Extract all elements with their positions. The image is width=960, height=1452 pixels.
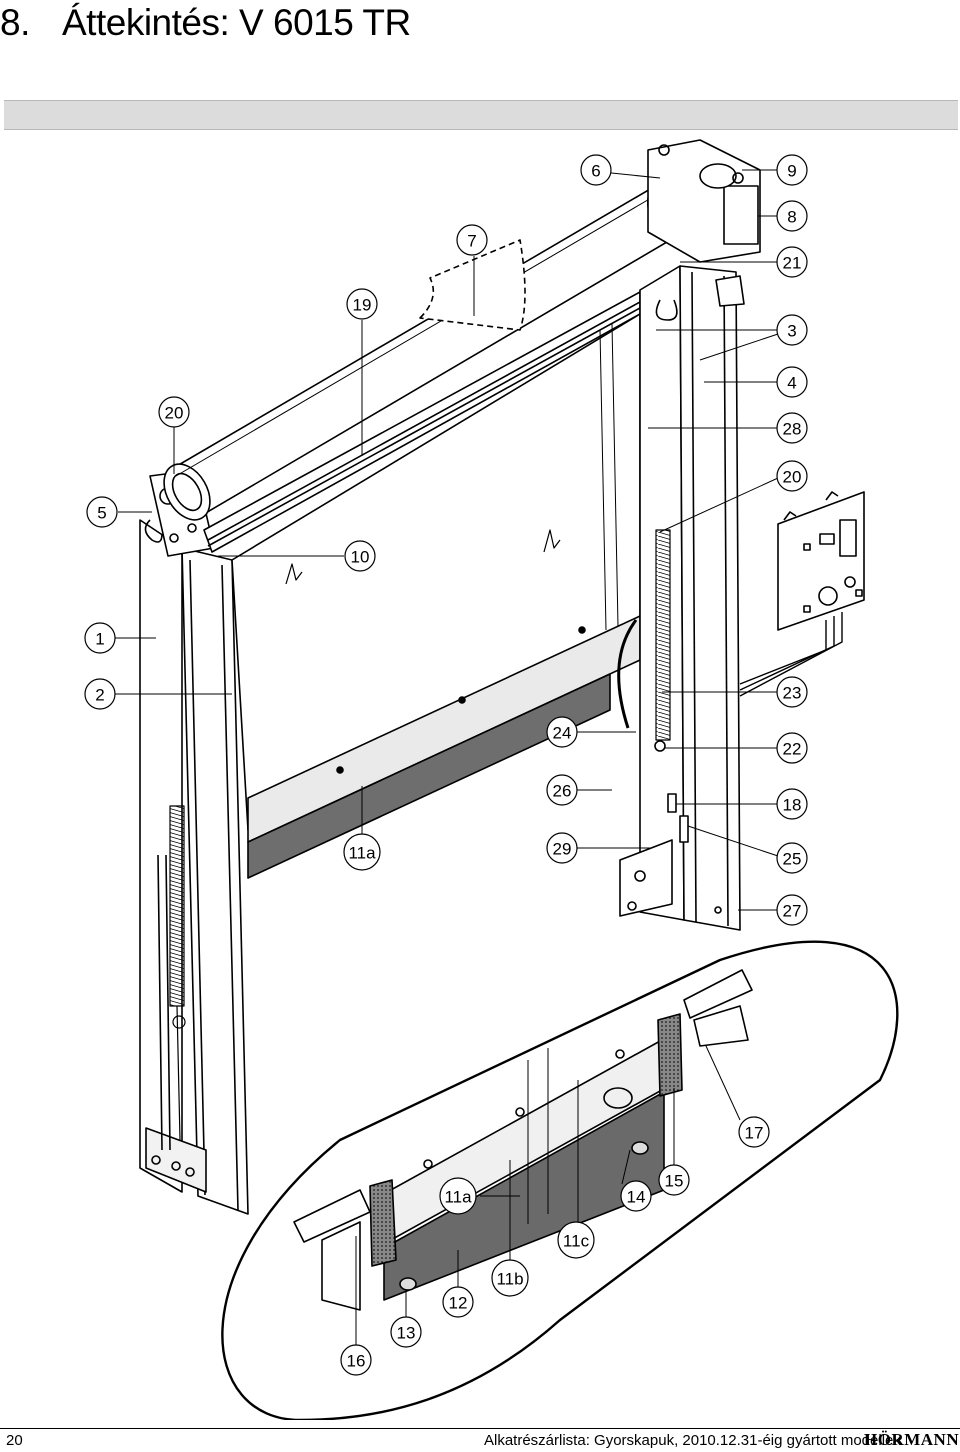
callout-11a-top: 11a [348,844,376,863]
callout-19: 19 [353,296,372,315]
callout-17: 17 [745,1124,764,1143]
callout-13: 13 [397,1324,416,1343]
control-box [739,491,865,697]
callout-12: 12 [449,1294,468,1313]
callout-28: 28 [783,420,802,439]
callout-18: 18 [783,796,802,815]
callout-circles [84,154,808,1376]
callout-16: 16 [347,1352,366,1371]
callout-26: 26 [553,782,572,801]
callout-2: 2 [95,686,104,705]
callout-29: 29 [553,840,572,859]
callout-1: 1 [95,630,104,649]
callout-10: 10 [351,548,370,567]
callout-20-left: 20 [165,404,184,423]
door-exploded-diagram: 6 9 8 7 21 19 3 4 20 28 20 5 10 1 2 23 2… [84,139,899,1420]
right-spring [617,529,671,741]
callout-11b: 11b [496,1270,523,1289]
callout-15: 15 [665,1172,684,1191]
callout-6: 6 [591,162,600,181]
brand-logo: HÖRMANN [864,1430,960,1449]
left-guide-rail [139,519,249,1215]
page-number: 20 [6,1432,23,1449]
callout-25: 25 [783,850,802,869]
callout-24: 24 [553,724,572,743]
callout-4: 4 [787,374,796,393]
callout-14: 14 [627,1188,646,1207]
callout-7: 7 [467,232,476,251]
callout-20-right: 20 [783,468,802,487]
header-band [4,100,958,130]
footer-text: Alkatrészárlista: Gyorskapuk, 2010.12.31… [484,1432,901,1449]
callout-8: 8 [787,208,796,227]
callout-9: 9 [787,162,796,181]
callout-21: 21 [783,254,802,273]
roller-cutaway [419,239,526,331]
drive-unit [647,139,761,321]
right-lower-bracket [619,740,689,917]
callout-11c: 11c [563,1232,590,1251]
section-number: 8. [0,2,30,43]
callout-5: 5 [97,504,106,523]
callout-27: 27 [783,902,802,921]
left-spring [169,805,186,1141]
section-title: Áttekintés: V 6015 TR [62,2,411,43]
callout-11a-detail: 11a [444,1188,472,1207]
callout-22: 22 [783,740,802,759]
callout-23: 23 [783,684,802,703]
callout-3: 3 [787,322,796,341]
page-title: 8. Áttekintés: V 6015 TR [0,0,411,46]
footer-rule [0,1428,960,1429]
